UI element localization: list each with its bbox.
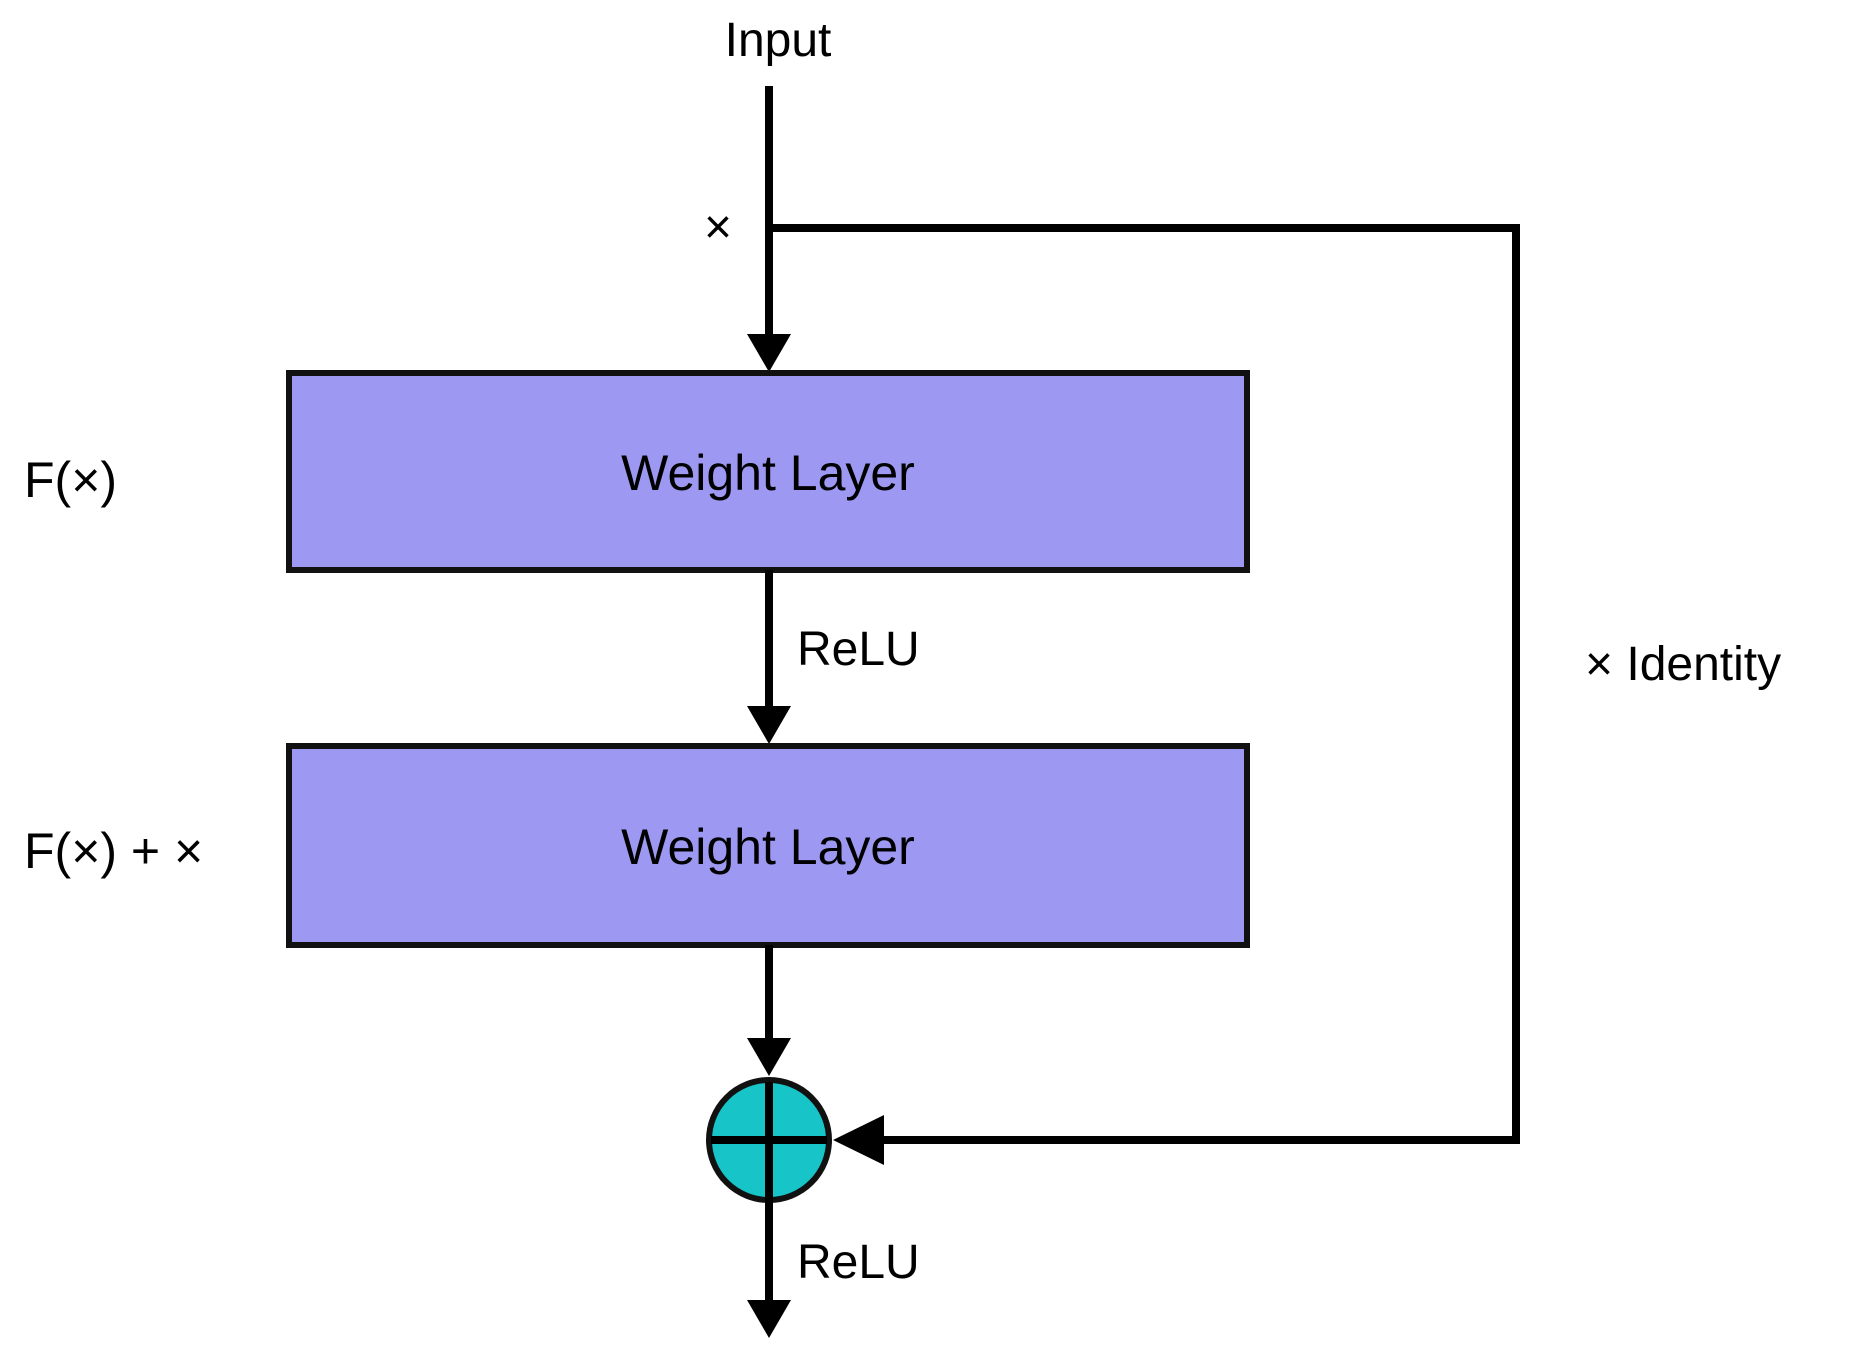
to-sum-arrow	[747, 945, 791, 1076]
input-arrow	[747, 86, 791, 372]
arrowhead-left-icon	[833, 1115, 884, 1165]
branch-x-label: ×	[704, 201, 732, 254]
weight-layer-2: Weight Layer	[286, 743, 1250, 948]
fx-plus-x-label: F(×) + ×	[24, 823, 203, 879]
sum-node	[706, 1077, 832, 1203]
relu-mid-label: ReLU	[797, 623, 920, 676]
weight-layer-1-label: Weight Layer	[621, 445, 915, 501]
skip-connection-line	[769, 224, 1520, 1165]
relu-out-label: ReLU	[797, 1236, 920, 1289]
arrowhead-down-icon	[747, 334, 791, 372]
plus-icon	[711, 1082, 827, 1198]
weight-layer-1-box	[286, 370, 1250, 573]
arrowhead-down-icon	[747, 1038, 791, 1076]
inter-layer-arrow	[747, 570, 791, 744]
identity-label: × Identity	[1585, 638, 1781, 691]
input-label: Input	[725, 14, 832, 67]
weight-layer-2-box	[286, 743, 1250, 948]
arrowhead-down-icon	[747, 1300, 791, 1338]
weight-layer-2-label: Weight Layer	[621, 819, 915, 875]
output-arrow	[747, 1198, 791, 1338]
arrowhead-down-icon	[747, 706, 791, 744]
fx-label: F(×)	[24, 452, 117, 508]
weight-layer-1: Weight Layer	[286, 370, 1250, 573]
